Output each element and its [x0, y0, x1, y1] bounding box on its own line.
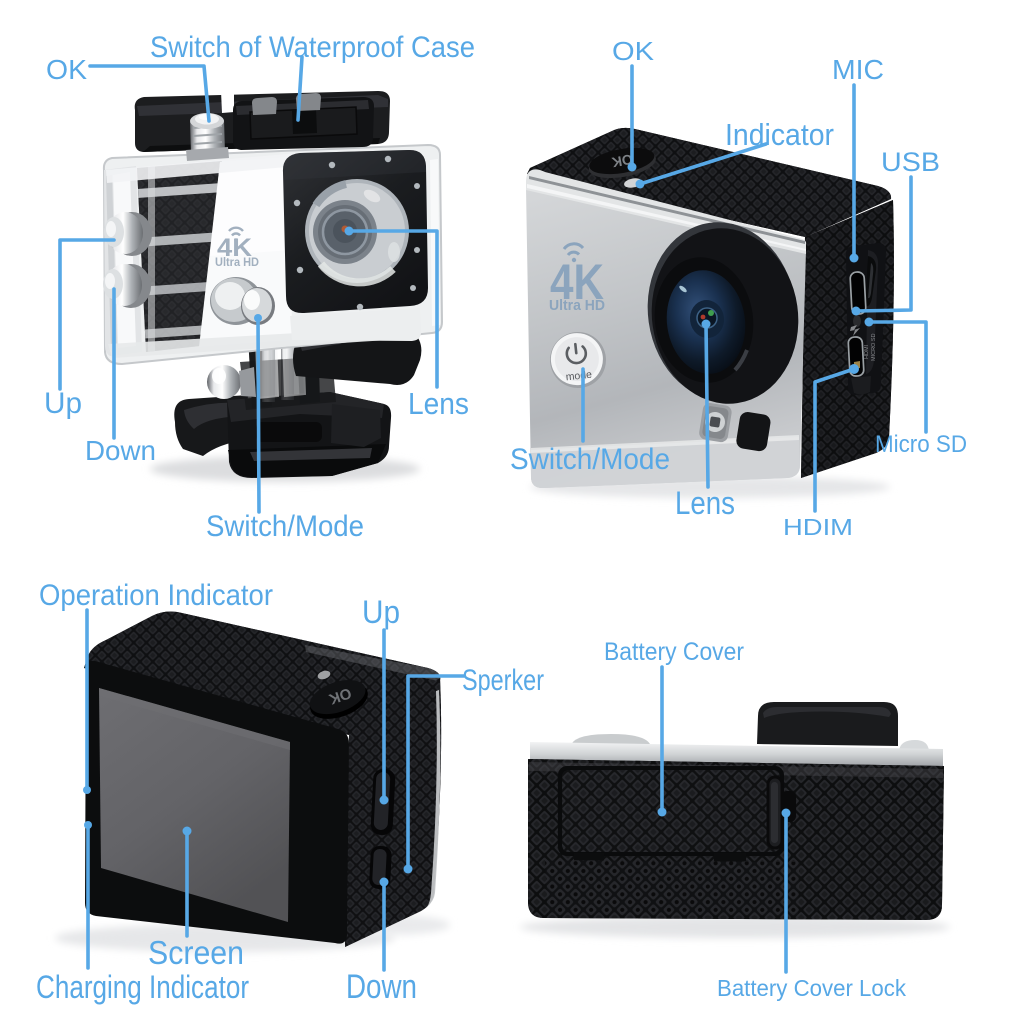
svg-text:Battery Cover Lock: Battery Cover Lock	[717, 975, 906, 1001]
svg-text:Switch/Mode: Switch/Mode	[206, 510, 364, 543]
svg-text:Lens: Lens	[675, 485, 735, 521]
svg-text:Screen: Screen	[148, 934, 244, 971]
svg-text:Up: Up	[44, 387, 82, 420]
svg-text:Battery Cover: Battery Cover	[604, 638, 744, 666]
svg-text:Ultra HD: Ultra HD	[215, 255, 259, 269]
svg-text:4K: 4K	[217, 234, 252, 262]
svg-text:Up: Up	[362, 594, 400, 630]
svg-text:4K: 4K	[550, 254, 604, 310]
svg-text:mode: mode	[565, 369, 593, 384]
svg-text:Down: Down	[85, 435, 156, 466]
svg-text:Ultra HD: Ultra HD	[549, 297, 605, 314]
svg-text:Switch/Mode: Switch/Mode	[510, 443, 670, 476]
svg-text:OK: OK	[612, 36, 655, 66]
svg-text:USB: USB	[881, 147, 940, 177]
svg-text:OK: OK	[327, 684, 354, 707]
svg-text:Switch of Waterproof Case: Switch of Waterproof Case	[150, 31, 475, 64]
svg-text:Down: Down	[346, 968, 417, 1006]
svg-text:HDIM: HDIM	[783, 514, 853, 540]
svg-text:Indicator: Indicator	[725, 117, 834, 152]
svg-text:MIC: MIC	[832, 54, 884, 85]
svg-text:MICRO SD: MICRO SD	[871, 333, 877, 361]
svg-text:Lens: Lens	[408, 386, 469, 421]
svg-text:Sperker: Sperker	[462, 664, 544, 697]
svg-text:HDMI: HDMI	[864, 344, 870, 359]
svg-text:Charging Indicator: Charging Indicator	[36, 969, 249, 1005]
svg-text:Operation Indicator: Operation Indicator	[39, 579, 273, 612]
svg-text:Micro SD: Micro SD	[875, 431, 967, 458]
svg-text:OK: OK	[46, 54, 87, 85]
